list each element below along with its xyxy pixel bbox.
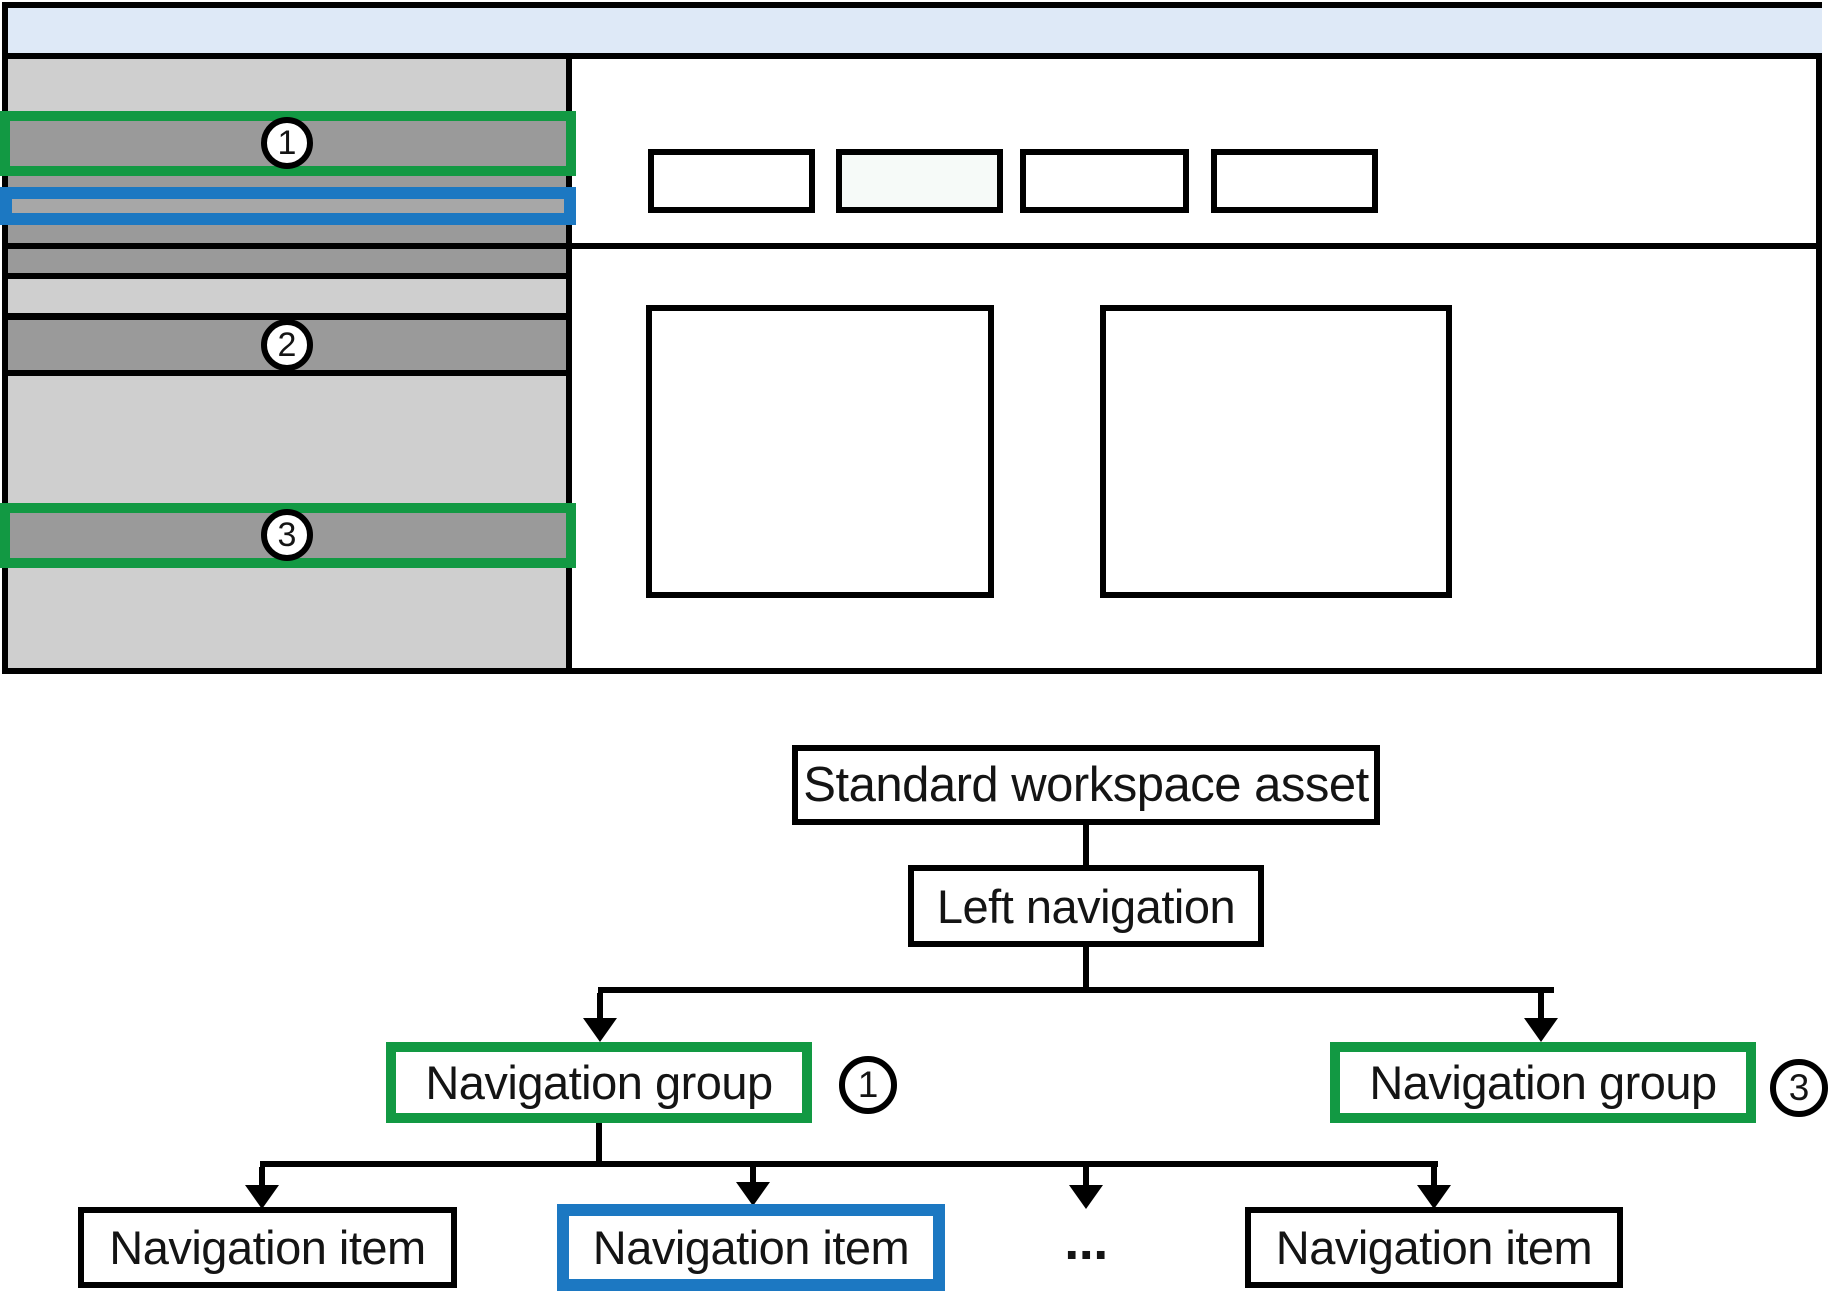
tab-placeholder-4 bbox=[1211, 149, 1378, 213]
callout-1-number: 1 bbox=[277, 123, 297, 162]
callout-circle-1: 1 bbox=[261, 117, 313, 169]
tree-node-navigation-item-selected: Navigation item bbox=[557, 1204, 945, 1291]
ellipsis-text: ... bbox=[1064, 1210, 1108, 1271]
tree-node-item-1-label: Navigation item bbox=[109, 1221, 426, 1274]
arrow-down-icon-group-1 bbox=[583, 1018, 617, 1042]
selected-nav-item-highlight-box bbox=[0, 187, 576, 225]
app-header-bar bbox=[8, 8, 1822, 53]
arrow-stem-group-1 bbox=[597, 993, 603, 1019]
arrow-stem-group-3 bbox=[1538, 993, 1544, 1019]
callout-3-number: 3 bbox=[277, 515, 297, 554]
app-header-divider bbox=[8, 53, 1822, 59]
tab-placeholder-1 bbox=[648, 149, 815, 213]
tree-node-root: Standard workspace asset bbox=[792, 745, 1380, 825]
connector-leftnav-to-branch bbox=[1083, 947, 1089, 987]
tree-callout-3-number: 3 bbox=[1788, 1067, 1810, 1108]
connector-group1-to-branch bbox=[596, 1123, 602, 1161]
tree-more-items-ellipsis: ... bbox=[1040, 1200, 1132, 1281]
content-card-placeholder-1 bbox=[646, 305, 994, 598]
tab-placeholder-2 bbox=[836, 149, 1003, 213]
callout-circle-2: 2 bbox=[261, 319, 313, 371]
callout-2-number: 2 bbox=[277, 325, 297, 364]
tree-node-group-3-label: Navigation group bbox=[1369, 1056, 1717, 1109]
tree-node-root-label: Standard workspace asset bbox=[803, 758, 1369, 812]
arrow-down-icon-item-1 bbox=[245, 1185, 279, 1209]
nav-section-divider-bottom bbox=[8, 273, 566, 279]
tree-node-item-selected-label: Navigation item bbox=[592, 1221, 910, 1274]
tree-node-item-3-label: Navigation item bbox=[1275, 1221, 1593, 1274]
connector-root-to-leftnav bbox=[1083, 825, 1089, 865]
tree-node-navigation-group-3: Navigation group bbox=[1330, 1042, 1756, 1123]
tree-callout-circle-3: 3 bbox=[1770, 1059, 1828, 1117]
tree-callout-1-number: 1 bbox=[857, 1064, 879, 1105]
content-card-placeholder-2 bbox=[1100, 305, 1452, 598]
nav-section-divider-top bbox=[8, 243, 566, 249]
content-divider-line bbox=[572, 243, 1822, 249]
nav-section-bar bbox=[8, 249, 566, 273]
arrow-down-icon-group-3 bbox=[1524, 1018, 1558, 1042]
arrow-stem-item-more bbox=[1083, 1167, 1089, 1187]
tree-node-group-1-label: Navigation group bbox=[425, 1056, 773, 1109]
tree-node-navigation-item-3: Navigation item bbox=[1245, 1207, 1623, 1288]
tree-node-navigation-item-1: Navigation item bbox=[78, 1207, 457, 1288]
arrow-down-icon-item-2 bbox=[736, 1182, 770, 1206]
arrow-down-icon-item-more bbox=[1069, 1185, 1103, 1209]
arrow-down-icon-item-3 bbox=[1417, 1185, 1451, 1209]
tree-node-left-navigation: Left navigation bbox=[908, 865, 1264, 947]
tab-placeholder-3 bbox=[1020, 149, 1189, 213]
callout-circle-3: 3 bbox=[261, 509, 313, 561]
arrow-stem-item-3 bbox=[1431, 1167, 1437, 1187]
left-nav-panel-border bbox=[566, 59, 572, 668]
branch-line-groups bbox=[598, 987, 1554, 993]
tree-callout-circle-1: 1 bbox=[839, 1056, 897, 1114]
branch-line-items bbox=[260, 1161, 1438, 1167]
arrow-stem-item-2 bbox=[750, 1167, 756, 1185]
tree-node-left-navigation-label: Left navigation bbox=[936, 879, 1236, 933]
tree-node-navigation-group-1: Navigation group bbox=[386, 1042, 812, 1123]
arrow-stem-item-1 bbox=[259, 1167, 265, 1187]
